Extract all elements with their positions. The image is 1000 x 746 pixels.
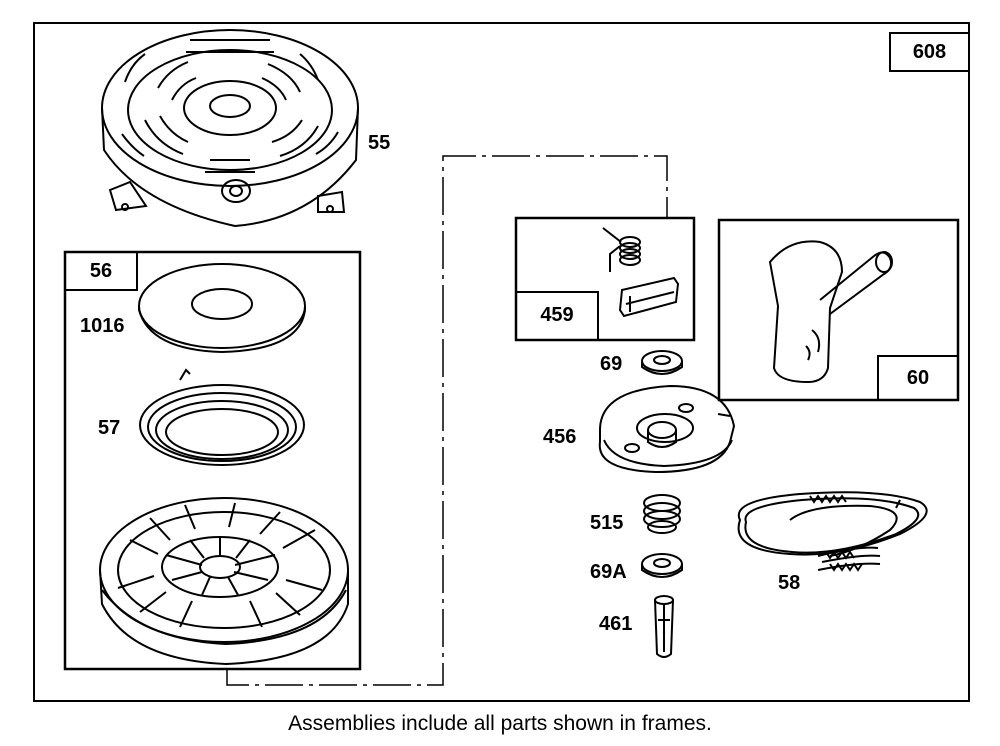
pin-label: 461 [599, 613, 633, 635]
handle-label: 60 [906, 367, 930, 389]
pawl-kit-frame [514, 216, 696, 342]
handle-label-box [877, 355, 959, 401]
washer-69a-part [641, 553, 683, 578]
handle-part [768, 240, 893, 384]
assembly-number-label: 608 [912, 41, 947, 63]
housing-part [101, 29, 359, 228]
assembly-label-box [889, 32, 970, 72]
rewind-spring-label: 57 [98, 417, 121, 439]
pulley-assembly-label: 56 [89, 260, 113, 282]
pawl-kit-label-box [515, 291, 599, 341]
handle-frame [717, 218, 960, 402]
rewind-spring-part [139, 368, 305, 466]
washer-69a-label: 69A [590, 561, 627, 583]
pawl-retainer-label: 456 [543, 426, 577, 448]
pawl-kit-parts [602, 227, 680, 318]
outer-frame [33, 22, 970, 702]
pulley-assembly-frame [63, 250, 362, 671]
washer-plate-part [138, 263, 306, 354]
housing-label: 55 [368, 132, 391, 154]
washer-plate-label: 1016 [80, 315, 125, 337]
diagram-caption: Assemblies include all parts shown in fr… [288, 712, 712, 735]
washer-69-part [641, 350, 683, 375]
rope-part [737, 491, 928, 572]
pulley-assembly-label-box [64, 251, 138, 291]
pulley-part [99, 497, 349, 666]
connector-line [226, 155, 668, 686]
pawl-kit-label: 459 [540, 304, 574, 326]
pawl-retainer-part [598, 384, 736, 474]
washer-69-label: 69 [600, 353, 623, 375]
retainer-spring-label: 515 [590, 512, 624, 534]
retainer-spring-part [643, 494, 681, 534]
pin-part [654, 595, 674, 658]
rope-label: 58 [778, 572, 801, 594]
